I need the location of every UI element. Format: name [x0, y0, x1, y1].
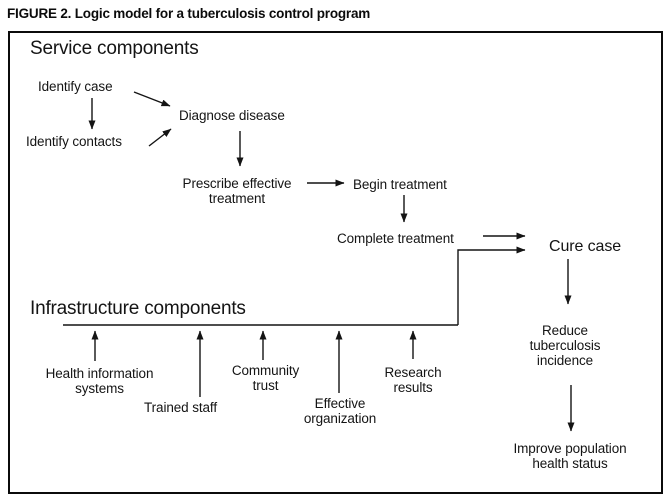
node-identify-contacts: Identify contacts: [26, 134, 122, 149]
arrow-infrastructure-to-cure-case: [457, 246, 526, 325]
node-diagnose-disease: Diagnose disease: [179, 108, 285, 123]
node-cure-case: Cure case: [549, 238, 622, 255]
arrow-identify-case-to-diagnose-disease: [133, 91, 171, 107]
figure-title: FIGURE 2. Logic model for a tuberculosis…: [7, 6, 371, 21]
node-improve-population-health-status: Improve population health status: [513, 441, 627, 471]
service-components-heading: Service components: [30, 38, 199, 59]
node-effective-organization: Effective organization: [303, 396, 377, 426]
node-reduce-tuberculosis-incidence: Reduce tuberculosis incidence: [529, 323, 601, 368]
diagram-frame: [8, 31, 663, 494]
node-community-trust: Community trust: [231, 363, 300, 393]
node-trained-staff: Trained staff: [144, 400, 217, 415]
node-identify-case: Identify case: [38, 79, 113, 94]
node-begin-treatment: Begin treatment: [353, 177, 447, 192]
infrastructure-components-heading: Infrastructure components: [30, 298, 246, 319]
node-research-results: Research results: [384, 365, 442, 395]
node-health-information-systems: Health information systems: [45, 366, 154, 396]
node-complete-treatment: Complete treatment: [337, 231, 454, 246]
arrow-identify-contacts-to-diagnose-disease: [148, 128, 172, 147]
node-prescribe-effective-treatment: Prescribe effective treatment: [182, 176, 292, 206]
